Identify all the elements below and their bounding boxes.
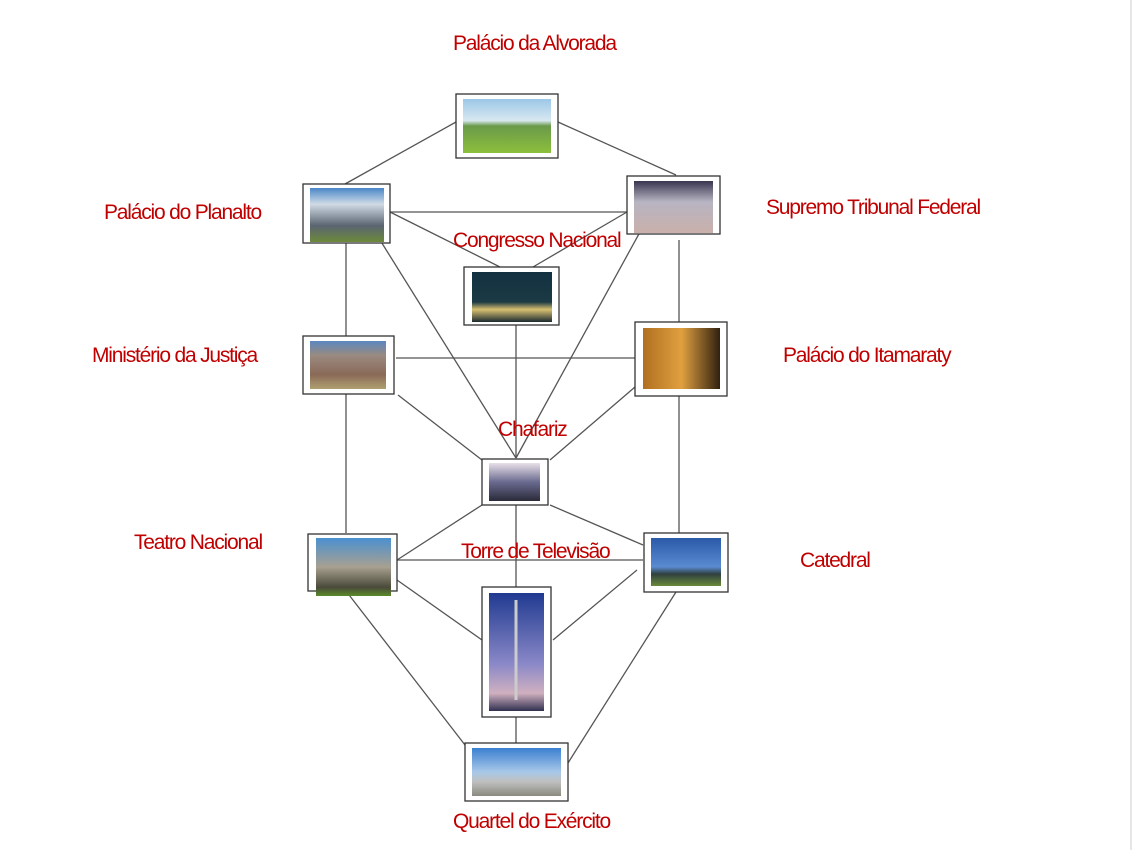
label-catedral: Catedral <box>800 549 871 572</box>
edge-justica-chafariz <box>397 394 483 461</box>
edge-stf-congresso <box>532 211 628 268</box>
edge-planalto-chafariz <box>379 239 517 459</box>
edge-chafariz-catedral <box>549 504 644 546</box>
edge-chafariz-teatro <box>396 504 483 561</box>
edge-itamaraty-chafariz <box>549 386 636 461</box>
photo-quartel[interactable] <box>464 742 569 802</box>
label-planalto: Palácio do Planalto <box>104 201 262 224</box>
photo-planalto[interactable] <box>302 183 391 244</box>
edge-alvorada-planalto <box>344 121 457 185</box>
label-chafariz: Chafariz <box>498 418 568 441</box>
photo-congresso[interactable] <box>463 266 560 326</box>
photo-itamaraty[interactable] <box>634 321 728 397</box>
label-itamaraty: Palácio do Itamaraty <box>783 344 952 367</box>
photo-teatro[interactable] <box>307 533 398 596</box>
photo-torre[interactable] <box>481 586 552 718</box>
label-justica: Ministério da Justiça <box>92 344 258 367</box>
window-edge <box>1130 0 1132 850</box>
edge-teatro-quartel <box>345 590 466 746</box>
label-teatro: Teatro Nacional <box>134 531 263 554</box>
connections <box>344 121 680 764</box>
label-alvorada: Palácio da Alvorada <box>453 32 617 55</box>
edge-alvorada-stf <box>557 121 677 176</box>
label-stf: Supremo Tribunal Federal <box>766 196 981 219</box>
photo-catedral[interactable] <box>643 532 729 593</box>
label-congresso: Congresso Nacional <box>453 229 622 252</box>
label-quartel: Quartel do Exército <box>453 810 611 833</box>
edge-catedral-quartel <box>567 591 677 764</box>
edge-planalto-congresso <box>389 211 501 268</box>
photo-alvorada[interactable] <box>455 93 559 159</box>
photo-stf[interactable] <box>626 175 721 235</box>
edge-stf-chafariz <box>515 231 641 459</box>
photo-chafariz[interactable] <box>481 458 549 506</box>
photo-justica[interactable] <box>302 335 395 395</box>
label-torre: Torre de Televisão <box>461 540 611 563</box>
edge-teatro-torre <box>396 579 483 641</box>
edge-catedral-torre <box>552 569 638 641</box>
